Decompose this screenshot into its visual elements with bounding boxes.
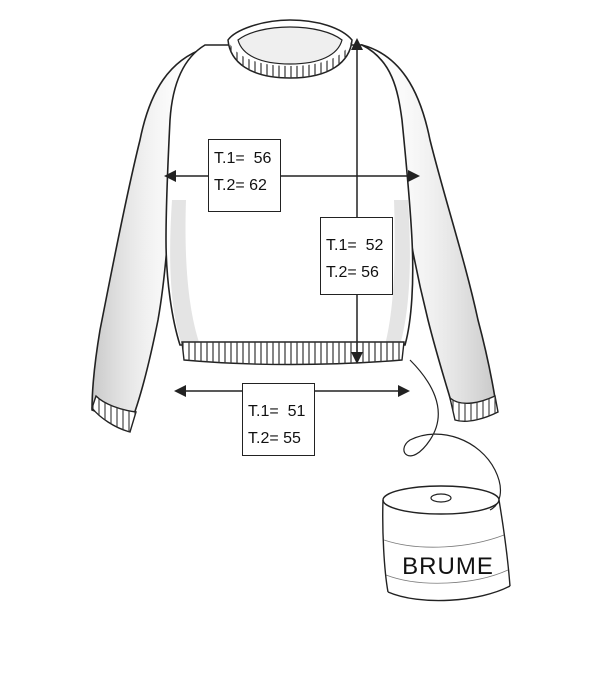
collar-ribbing xyxy=(227,19,353,79)
left-sleeve xyxy=(91,46,207,433)
sweater-body xyxy=(165,44,414,346)
yarn-cone-icon xyxy=(382,485,511,602)
yarn-brand-label: BRUME xyxy=(402,553,494,580)
chest-size-2: T.2= 62 xyxy=(214,177,267,194)
yarn-thread xyxy=(403,359,502,511)
length-size-2: T.2= 56 xyxy=(326,264,379,281)
body-length-arrow xyxy=(351,38,363,364)
length-size-1: T.1= 52 xyxy=(326,237,384,254)
hem-measurement-box: T.1= 51 T.2= 55 xyxy=(242,383,315,456)
hem-ribbing xyxy=(181,341,405,366)
chest-measurement-box: T.1= 56 T.2= 62 xyxy=(208,139,281,212)
hem-size-1: T.1= 51 xyxy=(248,403,306,420)
length-measurement-box: T.1= 52 T.2= 56 xyxy=(320,217,393,295)
chest-size-1: T.1= 56 xyxy=(214,150,272,167)
hem-size-2: T.2= 55 xyxy=(248,430,301,447)
